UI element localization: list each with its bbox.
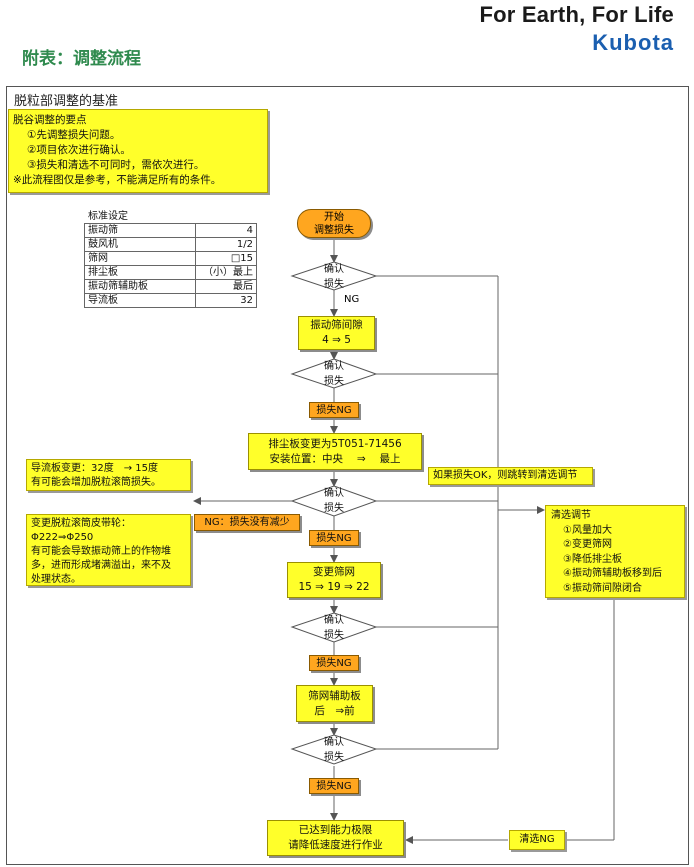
setting-name: 排尘板 (84, 265, 196, 280)
decision-label-5: 确认损失 (324, 737, 344, 763)
decision-diamond-3 (290, 485, 378, 517)
cleaning-title: 清选调节 (551, 510, 591, 521)
tips-heading: 脱谷调整的要点 (13, 114, 87, 126)
pulley-note: 变更脱粒滚筒皮带轮： Φ222⇒Φ250 有可能会导致振动筛上的作物堆 多，进而… (26, 514, 191, 586)
decision-diamond-4 (290, 612, 378, 643)
slogan: For Earth, For Life (479, 2, 674, 27)
brand-logo: Kubota (592, 30, 674, 55)
table-row: 振动筛辅助板最后 (84, 279, 257, 294)
page-title: 附表：调整流程 (22, 49, 141, 69)
loss-ng-tag-3: 损失NG (309, 655, 359, 671)
setting-name: 振动筛辅助板 (84, 279, 196, 294)
tips-item: ③损失和清选不可同时，需依次进行。 (27, 159, 205, 171)
table-row: 排尘板（小）最上 (84, 265, 257, 280)
step-screen-aux-plate: 筛网辅助板后 ⇒前 (296, 685, 373, 722)
cleaning-item: ③降低排尘板 (563, 553, 622, 565)
decision-diamond-2 (290, 358, 378, 389)
setting-value: 最后 (195, 279, 257, 294)
flowchart-title: 脱粒部调整的基准 (14, 94, 119, 109)
setting-value: 4 (195, 223, 257, 238)
ng-no-decrease-tag: NG：损失没有减少 (194, 514, 300, 531)
cleaning-item: ②变更筛网 (563, 539, 612, 550)
loss-ng-tag-1: 损失NG (309, 402, 359, 418)
cleaning-item: ①风量加大 (563, 524, 612, 536)
tips-item: ①先调整损失问题。 (27, 129, 121, 141)
ok-jump-note: 如果损失OK，则跳转到清选调节 (428, 467, 593, 485)
decision-label-3: 确认损失 (324, 488, 344, 514)
decision-diamond-5 (290, 734, 378, 765)
setting-value: □15 (195, 251, 257, 266)
clean-ng-tag: 清选NG (509, 830, 565, 850)
setting-value: （小）最上 (195, 265, 257, 280)
adjustment-tips-note: 脱谷调整的要点 ①先调整损失问题。 ②项目依次进行确认。 ③损失和清选不可同时，… (8, 109, 268, 193)
decision-label-1: 确认损失 (324, 264, 344, 290)
loss-ng-tag-2: 损失NG (309, 530, 359, 546)
start-label: 开始 (324, 212, 344, 223)
ng-label: NG (344, 294, 360, 305)
start-terminator: 开始 调整损失 (297, 209, 371, 238)
decision-diamond-1 (290, 261, 378, 291)
setting-value: 32 (195, 293, 257, 308)
table-title: 标准设定 (84, 209, 257, 224)
cleaning-adjustment-box: 清选调节 ①风量加大 ②变更筛网 ③降低排尘板 ④振动筛辅助板移到后 ⑤振动筛间… (545, 505, 685, 598)
setting-value: 1/2 (195, 237, 257, 252)
start-sublabel: 调整损失 (314, 225, 354, 236)
decision-label-4: 确认损失 (324, 615, 344, 641)
tips-item: ②项目依次进行确认。 (27, 144, 131, 156)
cleaning-item: ⑤振动筛间隙闭合 (563, 582, 642, 594)
table-row: 筛网□15 (84, 251, 257, 266)
setting-name: 鼓风机 (84, 237, 196, 252)
decision-label-2: 确认损失 (324, 361, 344, 387)
setting-name: 振动筛 (84, 223, 196, 238)
loss-ng-tag-4: 损失NG (309, 778, 359, 794)
tips-footnote: ※此流程图仅是参考，不能满足所有的条件。 (13, 174, 222, 186)
setting-name: 筛网 (84, 251, 196, 266)
step-capacity-limit: 已达到能力极限请降低速度进行作业 (267, 820, 404, 856)
guide-plate-note: 导流板变更：32度 → 15度有可能会增加脱粒滚筒损失。 (26, 459, 191, 491)
cleaning-item: ④振动筛辅助板移到后 (563, 568, 662, 579)
setting-name: 导流板 (84, 293, 196, 308)
